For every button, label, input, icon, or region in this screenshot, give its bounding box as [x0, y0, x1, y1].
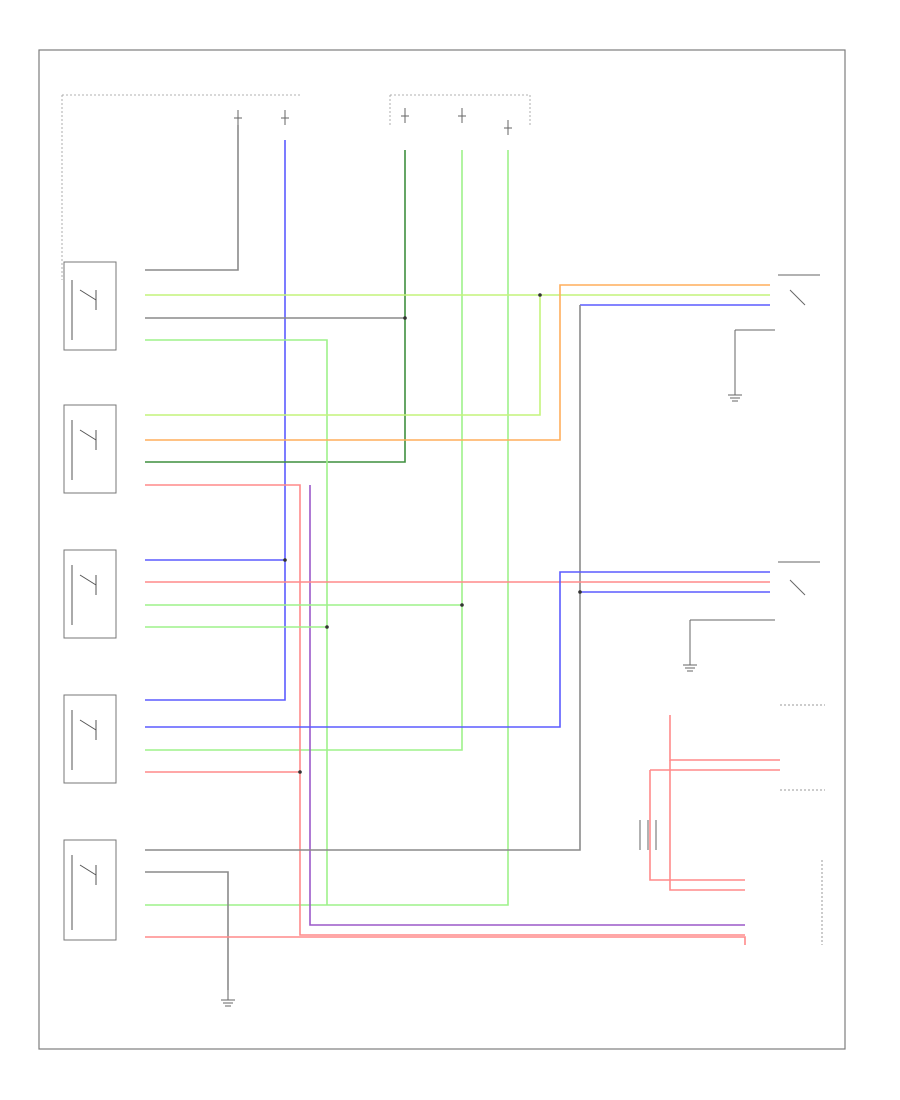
purple-wire	[309, 485, 745, 926]
sensor-right-2	[689, 561, 820, 655]
fuse-box-left	[61, 94, 300, 280]
relay1	[63, 261, 117, 351]
relay2-wires	[145, 284, 770, 936]
ecm-block	[780, 704, 825, 791]
relay1-wires	[145, 294, 770, 905]
relay3	[63, 549, 117, 639]
fuse-symbols	[234, 108, 512, 135]
ground-1	[728, 380, 742, 402]
relay4	[63, 694, 117, 784]
connector-stubs	[639, 820, 657, 850]
relay3-wires	[145, 581, 770, 628]
relay5	[63, 839, 117, 941]
ecm-wires	[649, 715, 780, 891]
relay5-wires	[145, 871, 746, 990]
sensor1-wires	[145, 304, 770, 851]
junction-dots	[283, 293, 582, 774]
sensor-right-1	[734, 274, 820, 380]
diagram-frame	[38, 49, 846, 1050]
feed-wires	[145, 125, 509, 906]
relay2	[63, 404, 117, 494]
ground-3	[221, 990, 235, 1007]
fuse-box-right	[389, 94, 531, 125]
relay4-wires	[145, 571, 770, 773]
ground-2	[683, 655, 697, 672]
